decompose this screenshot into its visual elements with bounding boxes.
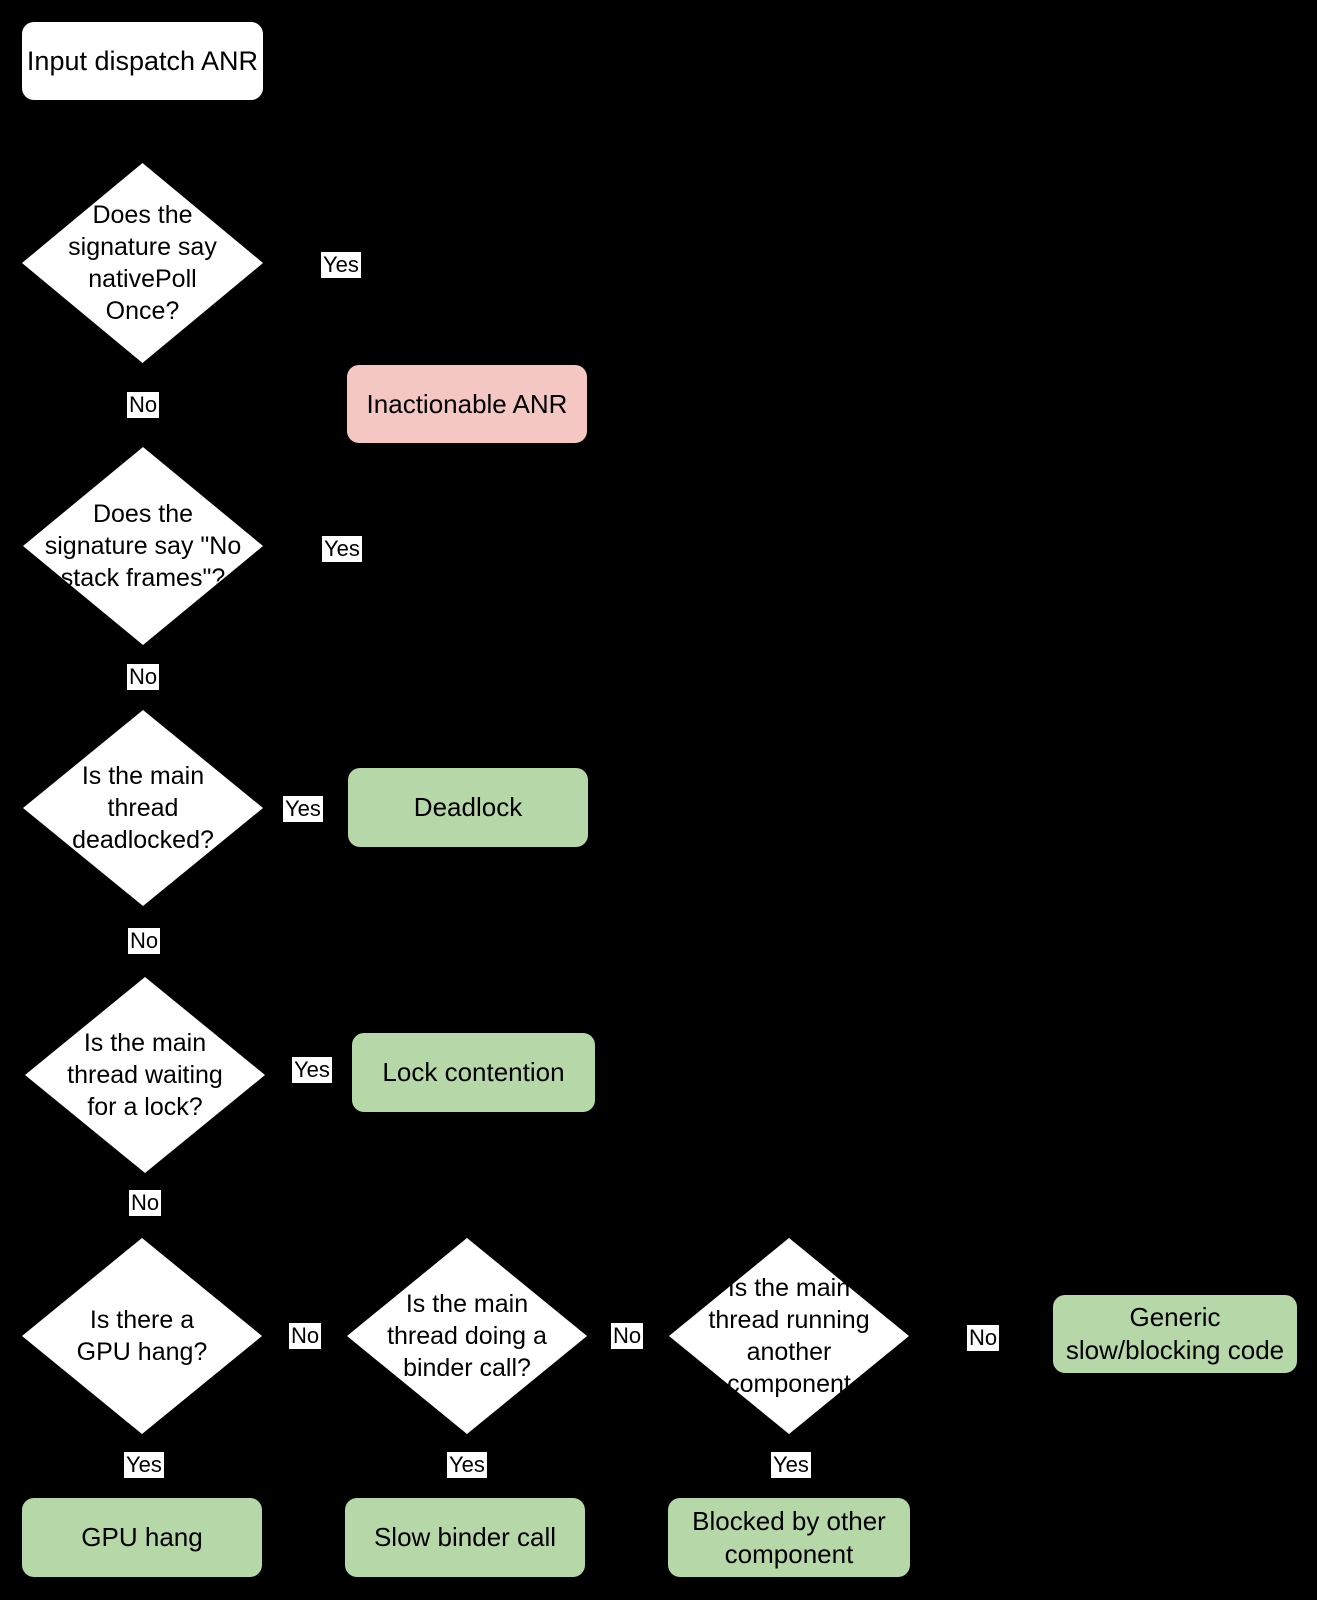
edge-label-no-no-stack-frames: No bbox=[127, 664, 160, 690]
outcome-lock-contention: Lock contention bbox=[352, 1033, 595, 1112]
edge-label-yes-binder-call: Yes bbox=[447, 1452, 487, 1478]
start-node-input-dispatch-anr: Input dispatch ANR bbox=[22, 22, 263, 100]
edge-label-no-native-poll: No bbox=[127, 392, 160, 418]
edge-label-yes-deadlocked: Yes bbox=[283, 796, 323, 822]
edge-label-no-deadlocked: No bbox=[128, 928, 161, 954]
decision-label: Does the signature say nativePoll Once? bbox=[68, 201, 217, 325]
edge-label-no-gpu-hang: No bbox=[289, 1323, 322, 1349]
decision-label: Is the main thread doing a binder call? bbox=[387, 1290, 547, 1382]
edge-label-no-waiting-lock: No bbox=[129, 1190, 162, 1216]
outcome-deadlock: Deadlock bbox=[348, 768, 588, 847]
edge-label-yes-no-stack-frames: Yes bbox=[322, 536, 362, 562]
edge-label-yes-waiting-lock: Yes bbox=[292, 1057, 332, 1083]
outcome-inactionable-anr: Inactionable ANR bbox=[347, 365, 587, 443]
outcome-gpu-hang: GPU hang bbox=[22, 1498, 262, 1577]
edge-label-no-other-component: No bbox=[967, 1325, 1000, 1351]
decision-label: Is the main thread waiting for a lock? bbox=[67, 1029, 223, 1121]
decision-main-thread-deadlocked: Is the main thread deadlocked? bbox=[23, 710, 263, 906]
decision-main-thread-waiting-lock: Is the main thread waiting for a lock? bbox=[25, 977, 265, 1173]
edge-label-yes-gpu-hang: Yes bbox=[124, 1452, 164, 1478]
decision-gpu-hang: Is there a GPU hang? bbox=[22, 1238, 262, 1434]
decision-binder-call: Is the main thread doing a binder call? bbox=[347, 1238, 587, 1434]
edge-label-yes-other-component: Yes bbox=[771, 1452, 811, 1478]
outcome-generic-slow-blocking-code: Generic slow/blocking code bbox=[1053, 1295, 1297, 1373]
edge-label-no-binder-call: No bbox=[611, 1323, 644, 1349]
decision-no-stack-frames: Does the signature say "No stack frames"… bbox=[23, 447, 263, 645]
outcome-slow-binder-call: Slow binder call bbox=[345, 1498, 585, 1577]
decision-other-component: Is the main thread running another compo… bbox=[669, 1238, 909, 1434]
decision-label: Is the main thread deadlocked? bbox=[72, 762, 214, 854]
decision-label: Is the main thread running another compo… bbox=[708, 1274, 870, 1398]
decision-label: Does the signature say "No stack frames"… bbox=[44, 500, 242, 592]
edge-label-yes-native-poll: Yes bbox=[321, 252, 361, 278]
decision-label: Is there a GPU hang? bbox=[76, 1306, 208, 1366]
decision-native-poll-once: Does the signature say nativePoll Once? bbox=[22, 163, 263, 363]
outcome-blocked-by-other-component: Blocked by other component bbox=[668, 1498, 910, 1577]
